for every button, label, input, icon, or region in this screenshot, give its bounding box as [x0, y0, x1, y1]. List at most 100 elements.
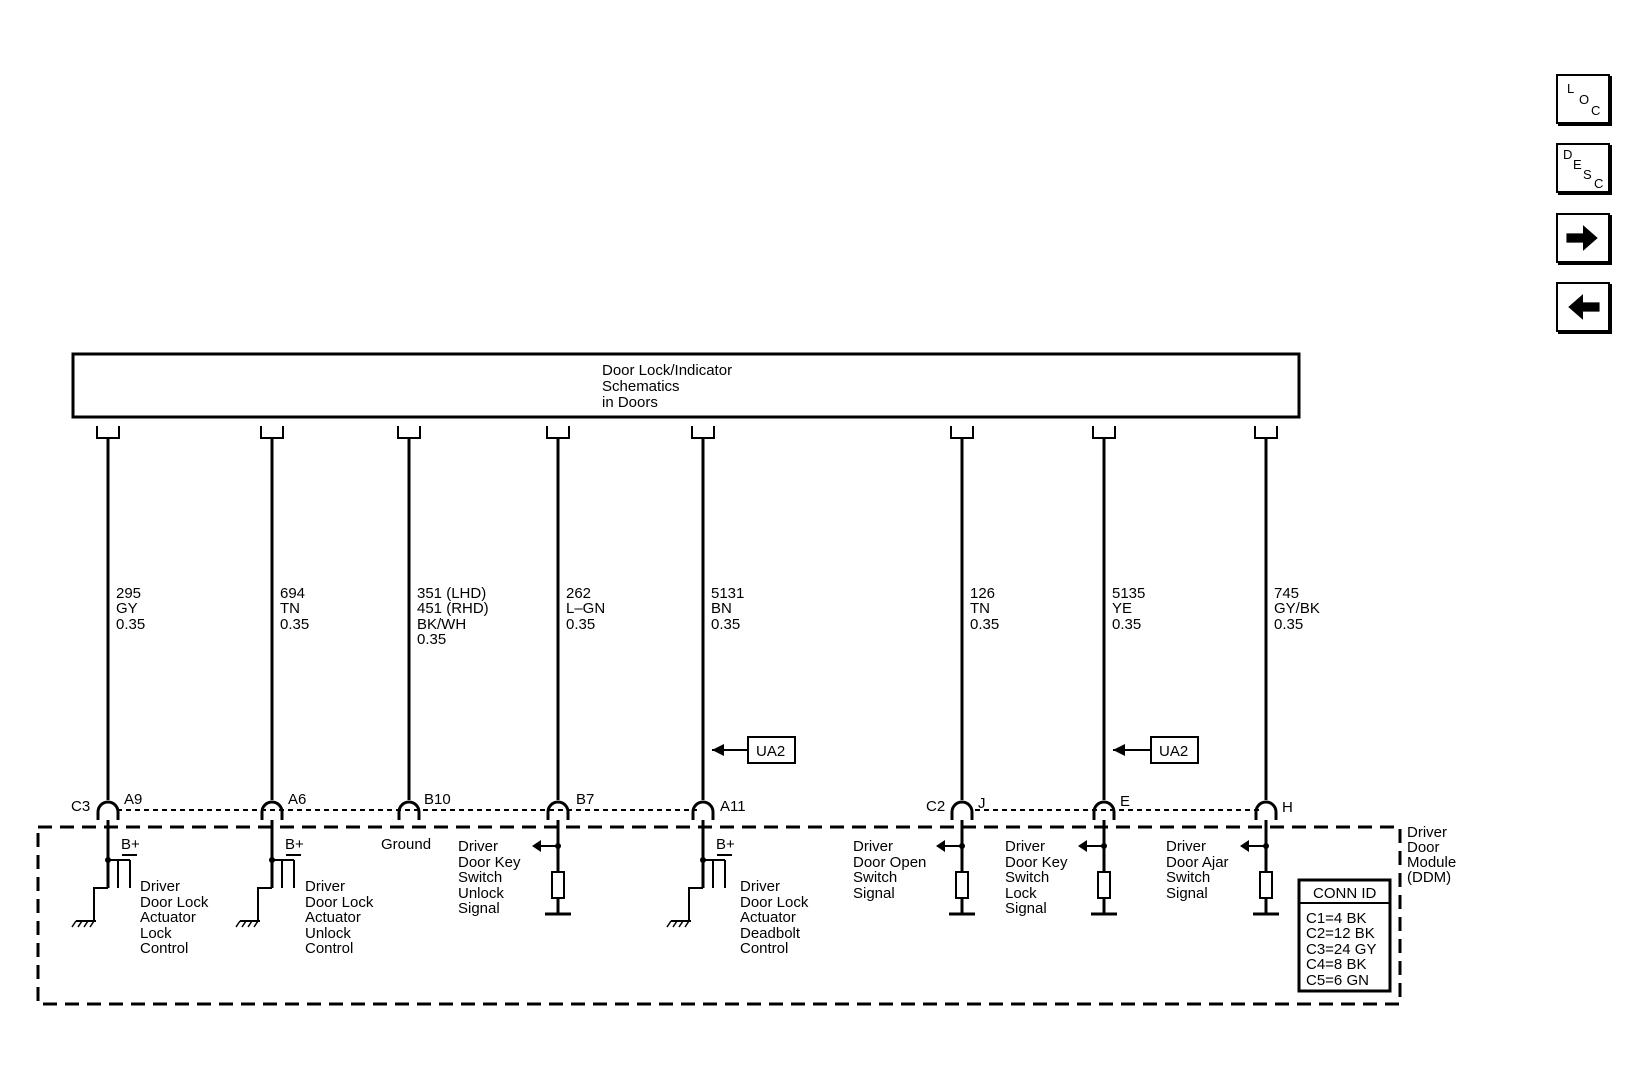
desc-line: Switch: [1166, 869, 1210, 886]
wire-gauge: 0.35: [566, 616, 595, 633]
wire-label: 5131: [711, 585, 744, 602]
conn-id-row: C2=12 BK: [1306, 925, 1375, 942]
loc-letter-l: L: [1567, 81, 1575, 96]
arrow-left-icon: [1568, 294, 1600, 320]
wire-color: GY/BK: [1274, 600, 1320, 617]
desc-line: Driver: [458, 838, 498, 855]
wire-gauge: 0.35: [280, 616, 309, 633]
desc-line: Door Key: [458, 854, 521, 871]
module-label-2: Door: [1407, 839, 1440, 856]
wire-gauge: 0.35: [1274, 616, 1303, 633]
pin-label: B10: [424, 791, 451, 808]
ua2-label: UA2: [1159, 743, 1188, 760]
circuit-desc-lock-control: Driver Door Lock Actuator Lock Control: [140, 878, 209, 957]
wire-label-lhd: 351 (LHD): [417, 585, 486, 602]
loc-letter-o: O: [1579, 92, 1590, 107]
signal-input-5135: [1078, 820, 1117, 916]
desc-line: Driver: [1166, 838, 1206, 855]
conn-id-row: C4=8 BK: [1306, 956, 1366, 973]
top-box-line-1: Door Lock/Indicator: [602, 362, 732, 379]
connector-label: C3: [71, 798, 90, 815]
desc-line: Control: [140, 940, 188, 957]
desc-line: Signal: [1005, 900, 1047, 917]
wire-color: GY: [116, 600, 138, 617]
wire-label: 126: [970, 585, 995, 602]
pin-label: A9: [124, 791, 142, 808]
previous-button[interactable]: [1556, 282, 1610, 332]
desc-line: Switch: [853, 869, 897, 886]
wire-745: 745 GY/BK 0.35 H: [1254, 425, 1320, 822]
bplus-label: B+: [716, 836, 735, 853]
desc-line: Door Key: [1005, 854, 1068, 871]
pin-label: E: [1120, 793, 1130, 810]
desc-line: Switch: [1005, 869, 1049, 886]
module-label-4: (DDM): [1407, 869, 1451, 886]
loc-letter-c: C: [1591, 103, 1601, 118]
desc-button[interactable]: D E S C: [1556, 143, 1610, 193]
desc-line: Signal: [1166, 885, 1208, 902]
wire-label: 295: [116, 585, 141, 602]
wire-gauge: 0.35: [417, 631, 446, 648]
ua2-label: UA2: [756, 743, 785, 760]
lock-actuator-driver-1: B+: [71, 820, 140, 928]
wire-5131: 5131 BN 0.35 A11: [691, 425, 746, 822]
wire-color: TN: [970, 600, 990, 617]
conn-id-row: C5=6 GN: [1306, 972, 1369, 989]
lock-actuator-driver-5: B+: [666, 820, 735, 928]
desc-line: Door Lock: [740, 894, 809, 911]
lock-actuator-driver-2: B+: [235, 820, 304, 928]
signal-input-262: [532, 820, 571, 916]
desc-line: Signal: [458, 900, 500, 917]
connector-label: C2: [926, 798, 945, 815]
next-button[interactable]: [1556, 213, 1610, 263]
wire-label: 5135: [1112, 585, 1145, 602]
desc-line: Lock: [140, 925, 172, 942]
wire-color: L–GN: [566, 600, 605, 617]
top-box-line-3: in Doors: [602, 394, 658, 411]
desc-line: Door Lock: [305, 894, 374, 911]
pin-label: H: [1282, 799, 1293, 816]
desc-line: Control: [305, 940, 353, 957]
wire-gauge: 0.35: [970, 616, 999, 633]
desc-letter-c: C: [1594, 176, 1604, 191]
wire-gauge: 0.35: [116, 616, 145, 633]
wire-label: 694: [280, 585, 305, 602]
wire-color: YE: [1112, 600, 1132, 617]
desc-line: Actuator: [740, 909, 796, 926]
bplus-label: B+: [285, 836, 304, 853]
desc-line: Driver: [853, 838, 893, 855]
wire-694: 694 TN 0.35 A6: [260, 425, 309, 822]
ua2-reference-2: UA2: [1113, 736, 1199, 764]
desc-line: Door Lock: [140, 894, 209, 911]
desc-line: Signal: [853, 885, 895, 902]
conn-id-title: CONN ID: [1313, 885, 1377, 902]
wire-label: 262: [566, 585, 591, 602]
desc-line: Lock: [1005, 885, 1037, 902]
wire-gauge: 0.35: [1112, 616, 1141, 633]
circuit-desc-key-unlock-signal: Driver Door Key Switch Unlock Signal: [458, 838, 521, 917]
desc-line: Driver: [1005, 838, 1045, 855]
circuit-desc-unlock-control: Driver Door Lock Actuator Unlock Control: [305, 878, 374, 957]
bplus-label: B+: [121, 836, 140, 853]
wire-5135: 5135 YE 0.35 E: [1092, 425, 1145, 822]
desc-letter-e: E: [1573, 157, 1582, 172]
loc-button[interactable]: L O C: [1556, 74, 1610, 124]
circuit-desc-deadbolt-control: Driver Door Lock Actuator Deadbolt Contr…: [740, 878, 809, 957]
pin-label: A6: [288, 791, 306, 808]
door-lock-indicator-box: [71, 352, 1301, 419]
pin-label: A11: [720, 798, 746, 815]
signal-input-126: [936, 820, 975, 916]
desc-line: Driver: [140, 878, 180, 895]
conn-id-row: C1=4 BK: [1306, 910, 1366, 927]
desc-line: Deadbolt: [740, 925, 801, 942]
ground-label: Ground: [381, 836, 431, 853]
arrow-right-icon: [1566, 225, 1598, 251]
desc-line: Actuator: [305, 909, 361, 926]
conn-id-table: CONN ID C1=4 BK C2=12 BK C3=24 GY C4=8 B…: [1297, 878, 1392, 993]
desc-line: Door Open: [853, 854, 926, 871]
conn-id-row: C3=24 GY: [1306, 941, 1376, 958]
wire-gauge: 0.35: [711, 616, 740, 633]
top-box-line-2: Schematics: [602, 378, 680, 395]
module-label-3: Module: [1407, 854, 1456, 871]
